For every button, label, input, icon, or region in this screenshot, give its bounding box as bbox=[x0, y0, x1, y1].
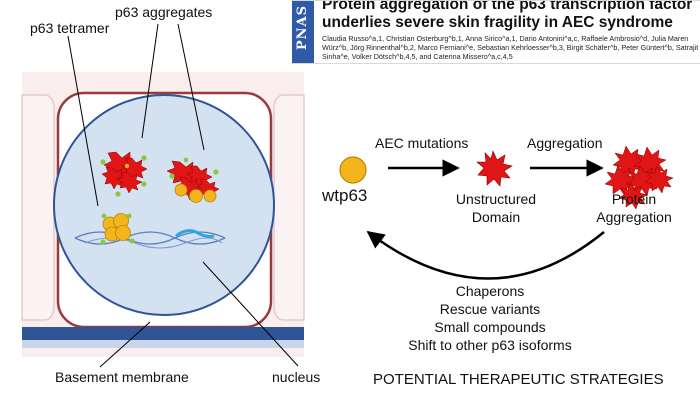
paper-header: PNAS Protein aggregation of the p63 tran… bbox=[292, 0, 700, 64]
footer-therapeutic-strategies: POTENTIAL THERAPEUTIC STRATEGIES bbox=[373, 371, 664, 388]
p63-aggregate-left bbox=[100, 151, 148, 197]
leader-lines bbox=[67, 23, 299, 368]
label-p63-aggregates: p63 aggregates bbox=[115, 4, 213, 20]
dna-cyan-segment bbox=[175, 229, 215, 238]
state-wtp63: wtp63 bbox=[322, 186, 368, 205]
wtp63-sphere bbox=[339, 156, 367, 184]
nucleus bbox=[53, 94, 275, 316]
journal-logo: PNAS bbox=[292, 1, 314, 63]
state-protein-aggregation: Protein Aggregation bbox=[596, 191, 672, 225]
p63-tetramer bbox=[100, 213, 135, 245]
paper-authors: Claudia Russo^a,1, Christian Osterburg^b… bbox=[322, 34, 699, 61]
label-nucleus: nucleus bbox=[272, 369, 321, 385]
strategy-small-compounds: Small compounds bbox=[434, 319, 546, 335]
strategy-shift-isoforms: Shift to other p63 isoforms bbox=[408, 337, 572, 353]
therapeutic-return-arrow[interactable] bbox=[366, 230, 605, 280]
label-p63-tetramer: p63 tetramer bbox=[30, 20, 110, 36]
unstructured-domain-star bbox=[476, 150, 513, 187]
label-aec-mutations: AEC mutations bbox=[375, 135, 469, 151]
strategy-rescue-variants: Rescue variants bbox=[439, 301, 541, 317]
label-basement-membrane: Basement membrane bbox=[55, 369, 189, 385]
basement-membrane bbox=[22, 327, 304, 348]
strategy-chaperons: Chaperons bbox=[455, 283, 525, 299]
state-unstructured-domain: Unstructured Domain bbox=[455, 191, 537, 225]
p63-aggregate-right bbox=[166, 157, 220, 203]
protein-aggregation-cluster bbox=[604, 145, 674, 210]
label-aggregation: Aggregation bbox=[527, 135, 603, 151]
paper-title: Protein aggregation of the p63 transcrip… bbox=[322, 0, 693, 31]
